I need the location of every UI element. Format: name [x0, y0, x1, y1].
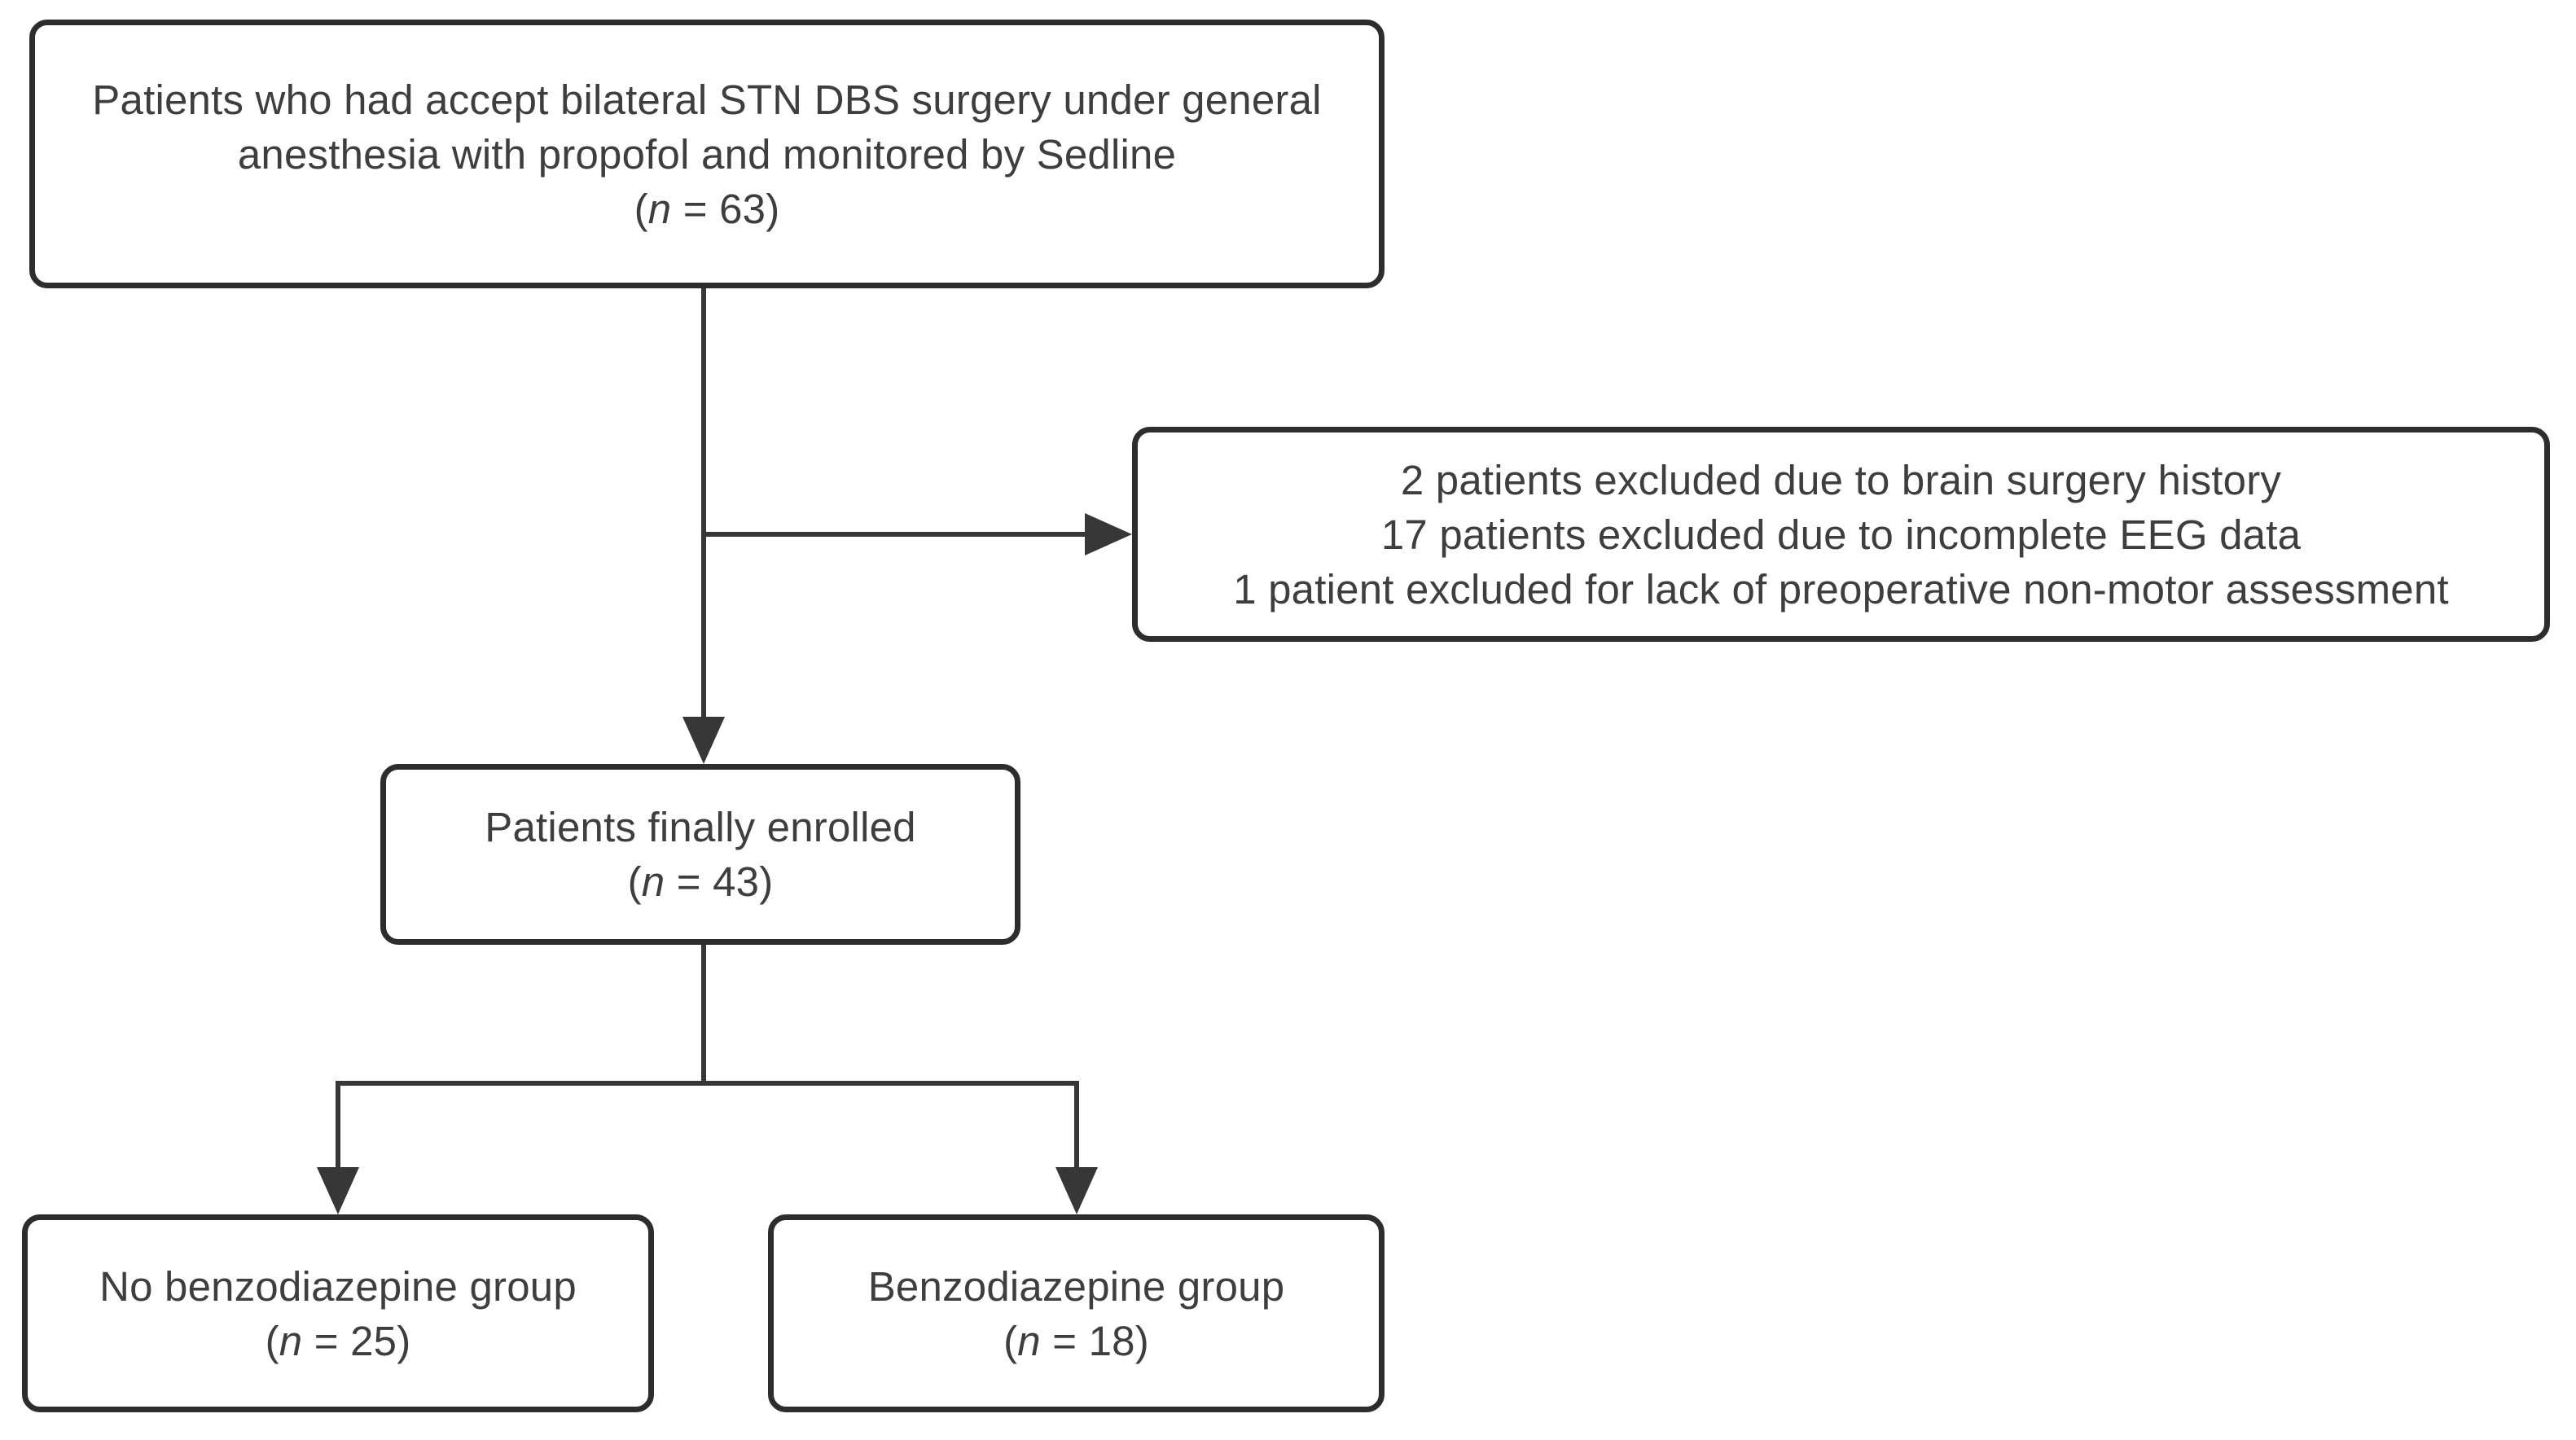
- exclusion-reasons-box: 2 patients excluded due to brain surgery…: [1132, 427, 2550, 642]
- no-benzodiazepine-group-box: No benzodiazepine group (n = 25): [22, 1214, 654, 1412]
- n-value-text: = 63): [671, 185, 780, 232]
- enrolled-patients-box: Patients finally enrolled (n = 43): [380, 764, 1020, 945]
- paren-open: (: [627, 858, 642, 905]
- enrolled-box-text-line: Patients finally enrolled: [485, 804, 916, 850]
- paren-open: (: [1003, 1317, 1018, 1364]
- initial-box-text-line-1: Patients who had accept bilateral STN DB…: [92, 76, 1322, 123]
- paren-open: (: [265, 1317, 279, 1364]
- connector-branch-to-exclusion: [701, 532, 1086, 537]
- n-value-text: = 43): [665, 858, 774, 905]
- n-symbol: n: [279, 1317, 303, 1364]
- benzodiazepine-box-text-line: Benzodiazepine group: [867, 1262, 1285, 1310]
- n-symbol: n: [641, 858, 665, 905]
- benzodiazepine-group-box: Benzodiazepine group (n = 18): [768, 1214, 1385, 1412]
- n-symbol: n: [1017, 1317, 1041, 1364]
- exclusion-line-3: 1 patient excluded for lack of preoperat…: [1233, 565, 2449, 612]
- arrowhead-right-icon: [1085, 513, 1132, 555]
- connector-split-to-benzodiazepine: [1074, 1081, 1079, 1169]
- initial-box-n-count: (n = 63): [634, 182, 780, 236]
- arrowhead-down-icon: [317, 1167, 359, 1214]
- arrowhead-down-icon: [682, 717, 725, 764]
- connector-split-to-no-benzodiazepine: [336, 1081, 340, 1169]
- n-value-text: = 18): [1040, 1317, 1149, 1364]
- n-value-text: = 25): [302, 1317, 411, 1364]
- connector-enrolled-to-split: [701, 945, 706, 1086]
- connector-initial-to-enrolled: [701, 288, 706, 718]
- exclusion-line-1: 2 patients excluded due to brain surgery…: [1400, 456, 2282, 503]
- connector-split-horizontal: [336, 1081, 1079, 1086]
- exclusion-line-2: 17 patients excluded due to incomplete E…: [1380, 511, 2302, 558]
- n-symbol: n: [647, 185, 672, 232]
- initial-box-text-line-2: anesthesia with propofol and monitored b…: [237, 130, 1177, 178]
- no-benzodiazepine-box-n-count: (n = 25): [265, 1314, 411, 1368]
- benzodiazepine-box-n-count: (n = 18): [1003, 1314, 1149, 1368]
- enrolled-box-n-count: (n = 43): [628, 854, 774, 909]
- paren-open: (: [634, 185, 648, 232]
- arrowhead-down-icon: [1055, 1167, 1098, 1214]
- initial-patients-box: Patients who had accept bilateral STN DB…: [29, 20, 1385, 288]
- no-benzodiazepine-box-text-line: No benzodiazepine group: [99, 1262, 577, 1310]
